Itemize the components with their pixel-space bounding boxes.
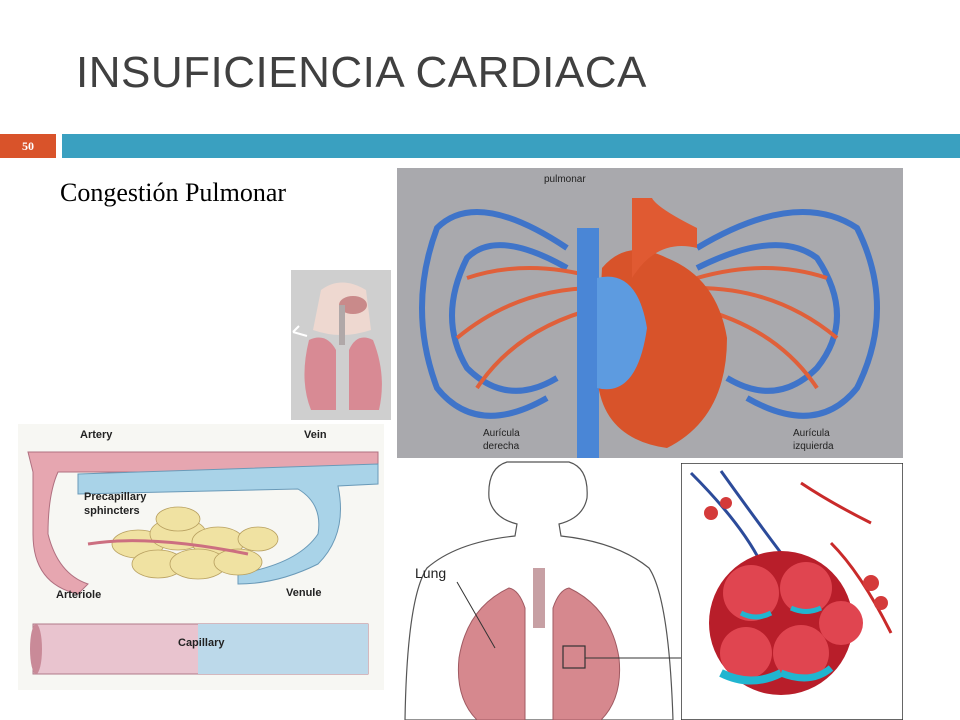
slide-number-badge: 50	[0, 134, 56, 158]
cap-label-precapillary: Precapillary	[84, 491, 147, 503]
cap-label-vein: Vein	[304, 429, 327, 441]
cap-label-arteriole: Arteriole	[56, 589, 101, 601]
heart-label-auricula-derecha-1: Aurícula	[483, 428, 520, 439]
thorax-lungs-image	[291, 270, 391, 420]
torso-lungs-image: Lung	[397, 458, 681, 720]
heart-label-auricula-izquierda-2: izquierda	[793, 441, 834, 452]
lung-label: Lung	[415, 565, 446, 581]
heart-label-auricula-izquierda-1: Aurícula	[793, 428, 830, 439]
capillary-bed-image: Artery Vein Precapillary sphincters Arte…	[18, 424, 384, 690]
heart-label-pulmonar: pulmonar	[544, 174, 586, 185]
slide-title: INSUFICIENCIA CARDIACA	[76, 48, 647, 97]
cap-label-capillary: Capillary	[178, 637, 225, 649]
pulmonary-circulation-heart-image: pulmonar Aurícula derecha Aurícula izqui…	[397, 168, 903, 458]
cap-label-sphincters: sphincters	[84, 505, 140, 517]
cap-label-artery: Artery	[80, 429, 113, 441]
header-divider-bar	[62, 134, 960, 158]
cap-label-venule: Venule	[286, 587, 321, 599]
alveoli-closeup-image	[681, 463, 903, 720]
heart-label-auricula-derecha-2: derecha	[483, 441, 520, 452]
slide-subtitle: Congestión Pulmonar	[60, 178, 287, 207]
